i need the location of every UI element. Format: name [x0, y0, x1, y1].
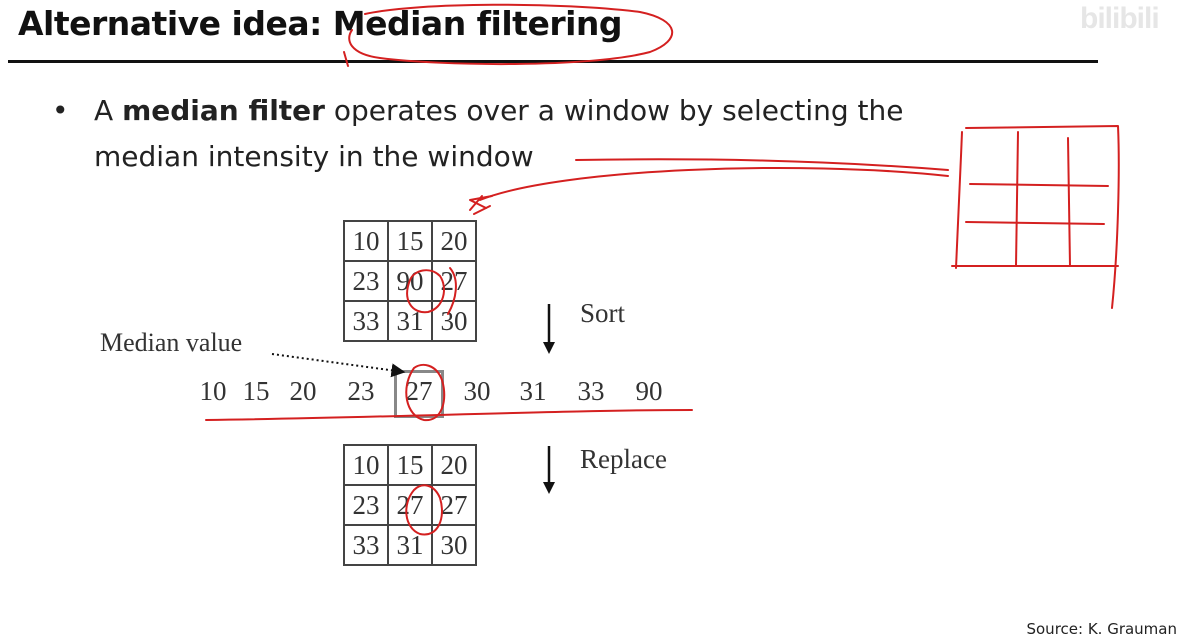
median-highlight-box	[394, 370, 444, 418]
grid-cell: 23	[343, 260, 389, 302]
bilibili-logo: bilibili	[1080, 2, 1160, 35]
replace-label: Replace	[580, 444, 667, 474]
bullet-point: • A median filter operates over a window…	[52, 88, 972, 180]
sorted-value: 20	[289, 376, 317, 406]
grid-cell: 15	[387, 444, 433, 486]
output-window-grid: 10 15 20 23 27 27 33 31 30	[343, 444, 477, 566]
grid-cell: 30	[431, 300, 477, 342]
grid-cell: 20	[431, 444, 477, 486]
grid-cell: 31	[387, 300, 433, 342]
sorted-value: 10	[199, 376, 227, 406]
source-credit: Source: K. Grauman	[1026, 620, 1177, 638]
handwritten-annotations	[205, 3, 1120, 536]
grid-cell: 23	[343, 484, 389, 526]
replace-down-arrow-icon	[543, 446, 555, 494]
sorted-value: 33	[577, 376, 605, 406]
sorted-value: 90	[635, 376, 663, 406]
grid-cell: 31	[387, 524, 433, 566]
grid-cell: 20	[431, 220, 477, 262]
bullet-text: A median filter operates over a window b…	[94, 88, 972, 180]
sort-down-arrow-icon	[543, 304, 555, 354]
grid-cell: 10	[343, 220, 389, 262]
grid-cell: 10	[343, 444, 389, 486]
grid-cell: 33	[343, 524, 389, 566]
grid-cell: 30	[431, 524, 477, 566]
input-window-grid: 10 15 20 23 90 27 33 31 30	[343, 220, 477, 342]
sorted-value-median: 27	[405, 376, 433, 406]
grid-cell: 33	[343, 300, 389, 342]
sorted-value: 31	[519, 376, 547, 406]
title-underline	[8, 60, 1098, 63]
sorted-value: 23	[347, 376, 375, 406]
sorted-value: 15	[242, 376, 270, 406]
sorted-values-row: 10 15 20 23 27 30 31 33 90	[190, 376, 680, 416]
sorted-value: 30	[463, 376, 491, 406]
bullet-text-after: operates over a window by selecting the …	[94, 94, 904, 173]
grid-cell: 15	[387, 220, 433, 262]
bullet-dot-icon: •	[52, 94, 69, 127]
slide-title: Alternative idea: Median filtering	[18, 4, 623, 43]
sort-label: Sort	[580, 298, 626, 328]
median-pointer-arrow	[271, 353, 406, 378]
bullet-text-bold: median filter	[122, 94, 325, 127]
grid-cell-center: 27	[387, 484, 433, 526]
bullet-text-before: A	[94, 94, 123, 127]
median-value-label: Median value	[100, 328, 243, 357]
grid-cell: 27	[431, 484, 477, 526]
